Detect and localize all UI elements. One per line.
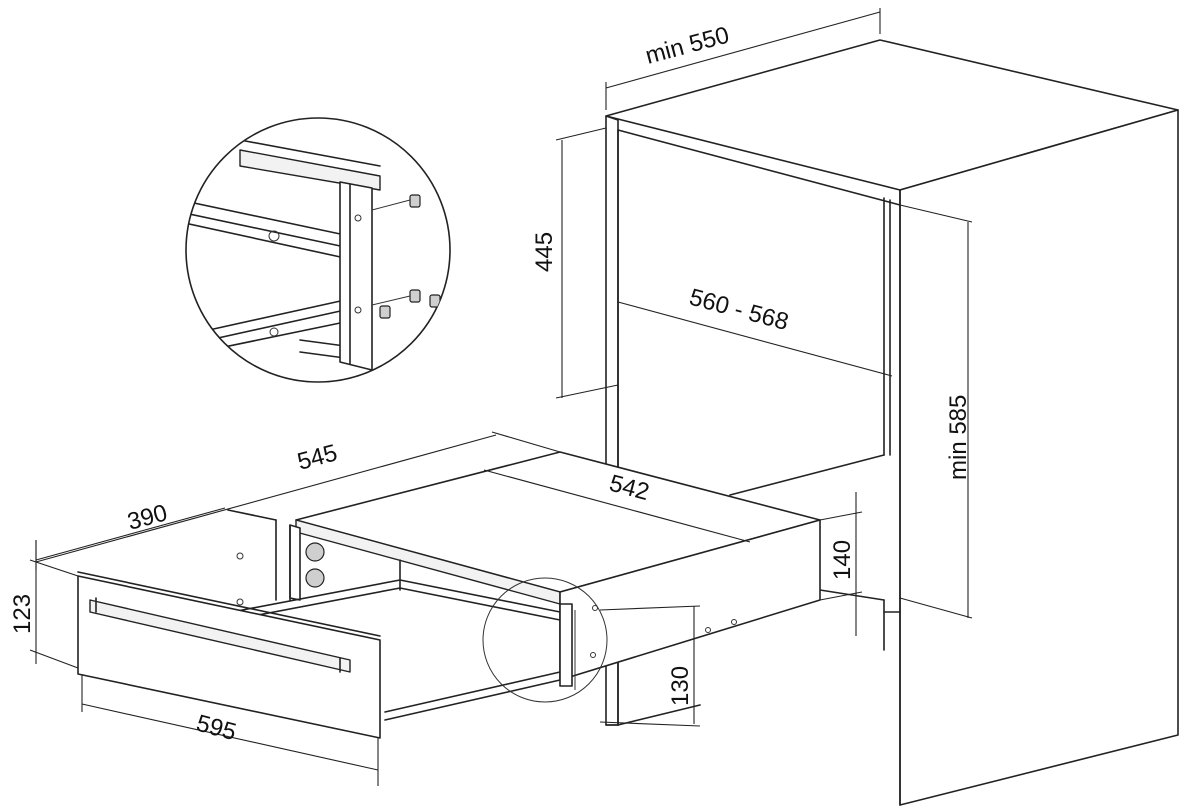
screw-icon [354,214,362,222]
label-front-width: 595 [193,710,239,746]
label-niche-depth: min 550 [643,22,732,70]
screw-icon [236,552,244,560]
screw-icon [268,230,280,242]
detail-magnifier-icon [482,577,608,703]
warming-drawer [77,451,821,739]
dim-niche-height: min 585 [899,204,973,619]
dim-niche-width: 560 - 568 [617,284,893,377]
screw-icon [354,306,362,314]
screw-icon [409,194,421,208]
dim-front-height: 123 [9,540,79,669]
label-device-height: 140 [829,540,856,580]
label-side-depth: 390 [125,499,171,535]
screw-icon [705,627,711,633]
label-niche-upper-height: 445 [531,232,558,272]
screw-icon [592,605,598,611]
screw-icon [269,327,279,337]
screw-icon [409,289,421,303]
fan-icon [305,568,325,588]
screw-icon [379,305,391,319]
label-gap-height: 130 [667,666,694,706]
screw-icon [236,598,244,606]
cabinet [605,39,1179,806]
screw-icon [590,652,596,658]
fan-icon [305,542,325,562]
detail-inset [185,117,451,383]
label-niche-width: 560 - 568 [686,284,791,336]
handle-icon [89,599,351,673]
label-device-depth: 545 [295,439,341,475]
label-front-height: 123 [9,594,36,634]
dim-gap-height: 130 [599,605,701,727]
label-niche-height: min 585 [945,395,972,480]
dim-side-depth: 390 [35,499,226,570]
screw-icon [731,619,737,625]
dim-niche-upper-height: 445 [531,127,619,399]
dim-device-height: 140 [819,492,863,636]
